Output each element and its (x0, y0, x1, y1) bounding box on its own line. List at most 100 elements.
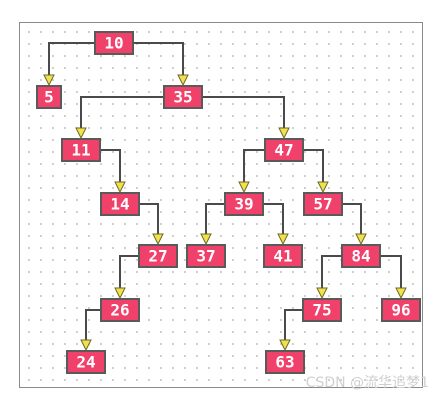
tree-node-35: 35 (163, 85, 203, 109)
node-box (381, 298, 421, 322)
node-label: 5 (44, 88, 54, 107)
arrowhead-icon (43, 74, 55, 87)
arrowhead-icon (317, 181, 329, 194)
edges-layer (43, 42, 407, 352)
node-box (264, 138, 304, 162)
node-label: 47 (274, 141, 293, 160)
node-box (94, 31, 134, 55)
node-box (265, 350, 305, 374)
arrowhead-icon (114, 181, 126, 194)
edge-line (205, 203, 225, 235)
node-box (341, 244, 381, 268)
node-label: 39 (234, 195, 253, 214)
node-box (66, 350, 106, 374)
arrowhead-icon (238, 181, 250, 194)
node-label: 24 (76, 353, 95, 372)
edge-n47-n39 (238, 149, 265, 194)
arrowhead-icon (316, 287, 328, 300)
tree-node-63: 63 (265, 350, 305, 374)
node-box (186, 244, 226, 268)
tree-node-5: 5 (36, 85, 62, 109)
tree-node-84: 84 (341, 244, 381, 268)
edge-line (85, 309, 101, 341)
arrowhead-icon (355, 233, 367, 246)
arrowhead-icon (279, 339, 291, 352)
edge-line (80, 96, 164, 129)
nodes-layer: 10 5 35 11 47 14 39 57 27 37 41 84 26 75 96 24 63 (36, 31, 421, 374)
node-label: 37 (196, 247, 215, 266)
node-box (163, 85, 203, 109)
edge-line (119, 255, 139, 289)
edge-line (321, 255, 342, 289)
arrowhead-icon (200, 233, 212, 246)
edge-n11-n14 (100, 149, 126, 194)
node-label: 84 (351, 247, 370, 266)
arrowhead-icon (80, 339, 92, 352)
edge-line (48, 42, 95, 76)
tree-node-75: 75 (302, 298, 342, 322)
watermark: CSDN @流华追梦1 (305, 375, 429, 391)
node-label: 63 (275, 353, 294, 372)
node-label: 57 (313, 195, 332, 214)
node-box (138, 244, 178, 268)
edge-line (263, 203, 284, 235)
edge-n75-n63 (279, 309, 303, 352)
tree-node-24: 24 (66, 350, 106, 374)
node-label: 27 (148, 247, 167, 266)
edge-line (243, 149, 265, 183)
tree-node-11: 11 (61, 138, 101, 162)
node-box (263, 244, 303, 268)
edge-line (284, 309, 303, 341)
node-label: 10 (104, 34, 123, 53)
node-box (224, 192, 264, 216)
edge-n35-n11 (75, 96, 164, 140)
edge-n14-n27 (139, 203, 164, 246)
tree-node-47: 47 (264, 138, 304, 162)
edge-n57-n84 (342, 203, 367, 246)
node-label: 96 (391, 301, 410, 320)
tree-node-37: 37 (186, 244, 226, 268)
edge-line (139, 203, 159, 235)
edge-n26-n24 (80, 309, 101, 352)
edge-line (380, 255, 402, 289)
arrowhead-icon (75, 127, 87, 140)
tree-node-10: 10 (94, 31, 134, 55)
node-box (302, 298, 342, 322)
edge-line (303, 149, 324, 183)
edge-n27-n26 (114, 255, 139, 300)
tree-node-27: 27 (138, 244, 178, 268)
node-box (303, 192, 343, 216)
node-label: 14 (110, 195, 129, 214)
node-label: 75 (312, 301, 331, 320)
edge-n39-n41 (263, 203, 289, 246)
edge-n84-n96 (380, 255, 407, 300)
node-box (100, 192, 140, 216)
edge-n10-n5 (43, 42, 95, 87)
edge-line (133, 42, 184, 76)
edge-line (100, 149, 121, 183)
tree-node-96: 96 (381, 298, 421, 322)
edge-n35-n47 (202, 96, 290, 140)
arrowhead-icon (277, 233, 289, 246)
arrowhead-icon (152, 233, 164, 246)
tree-node-26: 26 (100, 298, 140, 322)
edge-n10-n35 (133, 42, 189, 87)
edge-n47-n57 (303, 149, 329, 194)
node-box (36, 85, 62, 109)
node-label: 41 (273, 247, 292, 266)
arrowhead-icon (114, 287, 126, 300)
edge-line (342, 203, 362, 235)
tree-node-41: 41 (263, 244, 303, 268)
node-label: 11 (71, 141, 90, 160)
tree-node-14: 14 (100, 192, 140, 216)
node-box (61, 138, 101, 162)
arrowhead-icon (395, 287, 407, 300)
edge-line (202, 96, 285, 129)
edge-n39-n37 (200, 203, 225, 246)
tree-node-39: 39 (224, 192, 264, 216)
edge-n84-n75 (316, 255, 342, 300)
node-box (100, 298, 140, 322)
node-label: 26 (110, 301, 129, 320)
